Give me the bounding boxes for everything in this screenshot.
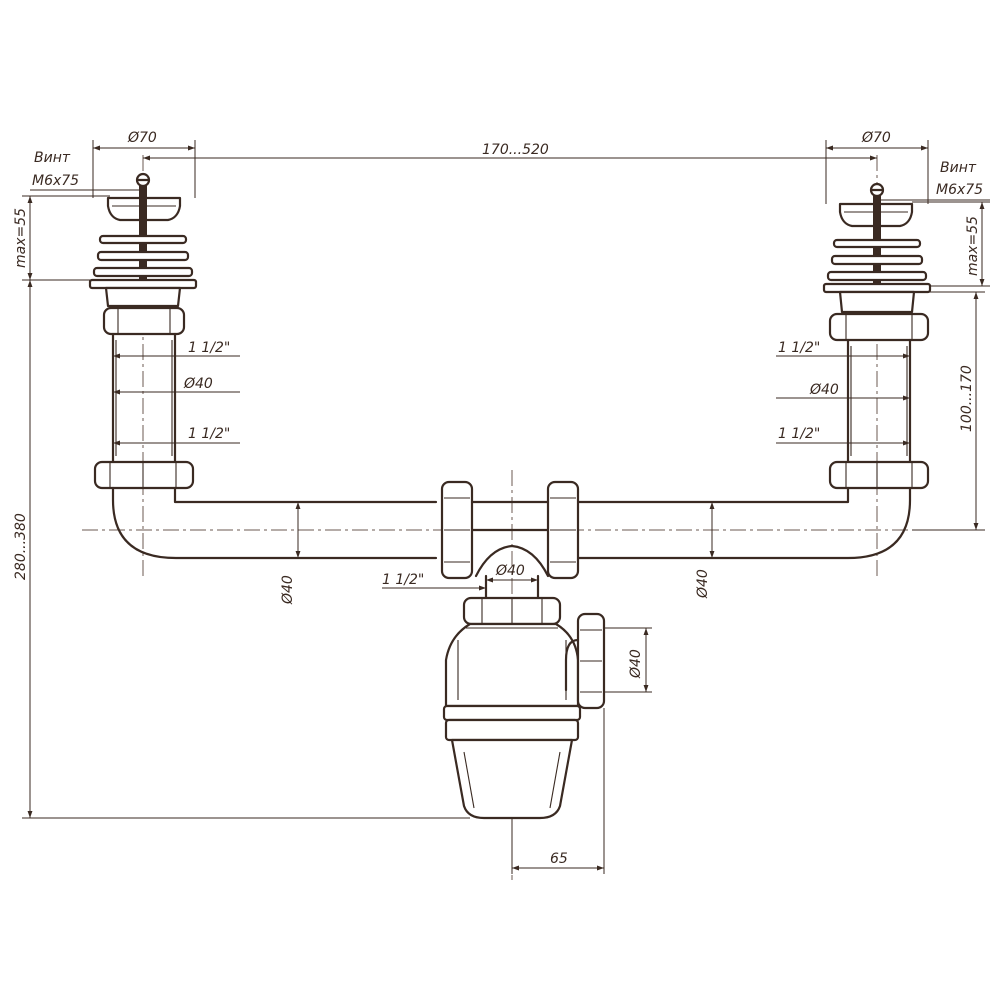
left-max-height-label: max=55 xyxy=(13,208,29,268)
horizontal-pipe-right-label: Ø40 xyxy=(695,569,711,599)
right-screw-label: Винт xyxy=(940,160,977,176)
right-drain-assembly xyxy=(576,182,932,560)
left-drain-assembly xyxy=(88,172,438,560)
left-thread-bottom-label: 1 1/2" xyxy=(188,426,230,442)
central-tee xyxy=(440,480,580,602)
right-thread-bottom-label: 1 1/2" xyxy=(778,426,820,442)
left-pipe-diameter-label: Ø40 xyxy=(183,376,213,392)
right-max-height-label: max=55 xyxy=(965,216,981,276)
bottle-trap xyxy=(442,596,606,820)
left-drain-diameter-label: Ø70 xyxy=(127,130,157,146)
outlet-diameter-label: Ø40 xyxy=(628,649,644,679)
outlet-offset-label: 65 xyxy=(550,851,568,867)
center-pipe-label: Ø40 xyxy=(495,563,525,579)
right-pipe-diameter-label: Ø40 xyxy=(809,382,839,398)
total-height-label: 280...380 xyxy=(13,513,29,580)
dimension-lines xyxy=(22,140,990,874)
right-drain-diameter-label: Ø70 xyxy=(861,130,891,146)
right-screw-size-label: M6x75 xyxy=(936,182,983,198)
span-label: 170...520 xyxy=(482,142,549,158)
dimension-labels: Ø70 Ø70 170...520 Винт M6x75 Винт M6x75 … xyxy=(13,130,983,867)
center-thread-label: 1 1/2" xyxy=(382,572,424,588)
left-thread-top-label: 1 1/2" xyxy=(188,340,230,356)
left-screw-size-label: M6x75 xyxy=(32,173,79,189)
right-height-label: 100...170 xyxy=(959,365,975,432)
right-thread-top-label: 1 1/2" xyxy=(778,340,820,356)
left-screw-label: Винт xyxy=(34,150,71,166)
horizontal-pipe-left-label: Ø40 xyxy=(280,575,296,605)
